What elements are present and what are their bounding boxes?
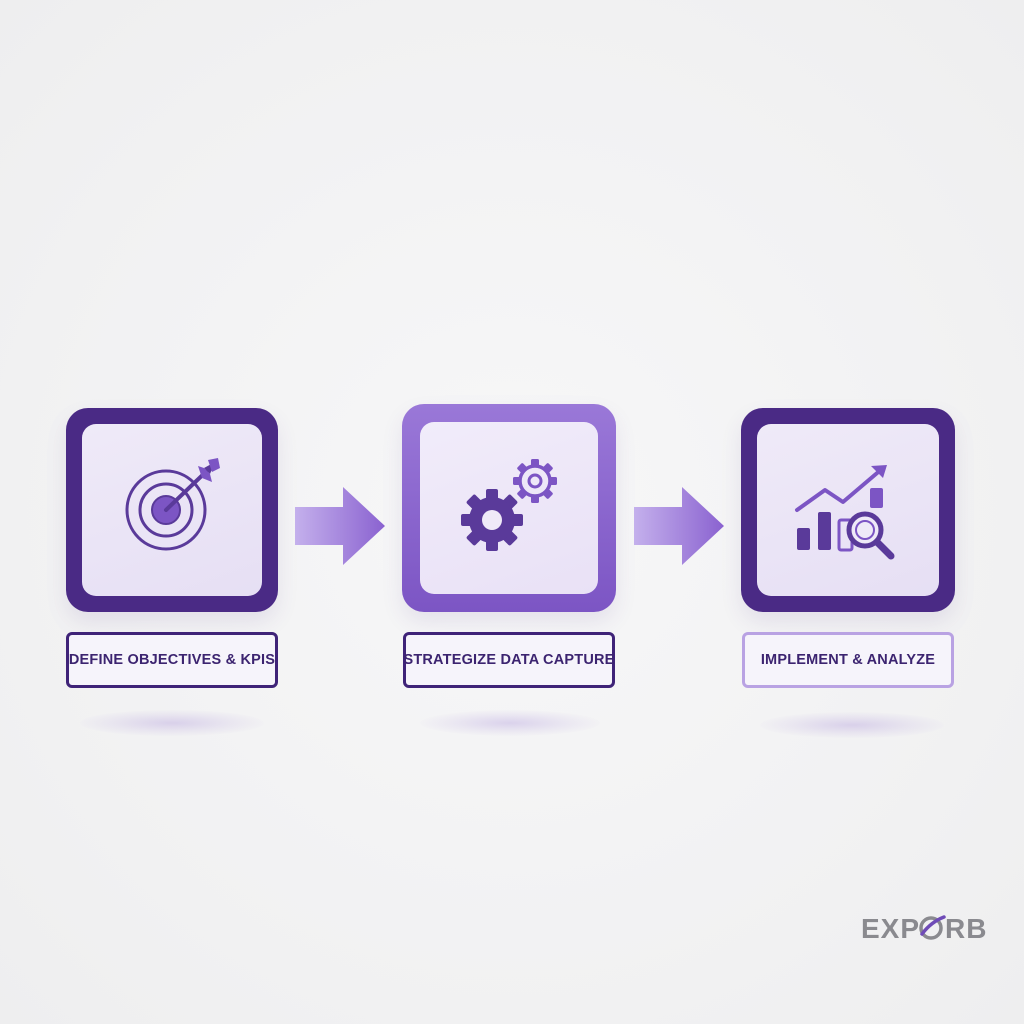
step-1-label: DEFINE OBJECTIVES & KPIS <box>66 632 278 688</box>
gears-icon <box>461 459 557 551</box>
svg-text:RB: RB <box>945 913 987 944</box>
svg-text:EXP: EXP <box>861 913 920 944</box>
exporb-logo: EXP RB <box>861 913 987 944</box>
step-3-shadow <box>760 712 944 738</box>
target-arrow-icon <box>125 458 220 551</box>
step-2-shadow <box>420 710 600 736</box>
step-2-label: STRATEGIZE DATA CAPTURE <box>403 632 615 688</box>
arrow-right-icon-2 <box>634 487 724 565</box>
step-3-box <box>741 408 955 612</box>
step-1-label-text: DEFINE OBJECTIVES & KPIS <box>68 652 276 668</box>
step-1-box <box>66 408 278 612</box>
step-2-label-text: STRATEGIZE DATA CAPTURE <box>403 652 615 668</box>
step-3-label-text: IMPLEMENT & ANALYZE <box>760 652 936 668</box>
step-1-shadow <box>80 710 264 736</box>
step-2-box <box>402 404 616 612</box>
step-3-inner <box>757 424 939 596</box>
arrow-right-icon-1 <box>295 487 385 565</box>
step-3-label: IMPLEMENT & ANALYZE <box>742 632 954 688</box>
chart-magnifier-icon <box>795 465 895 560</box>
